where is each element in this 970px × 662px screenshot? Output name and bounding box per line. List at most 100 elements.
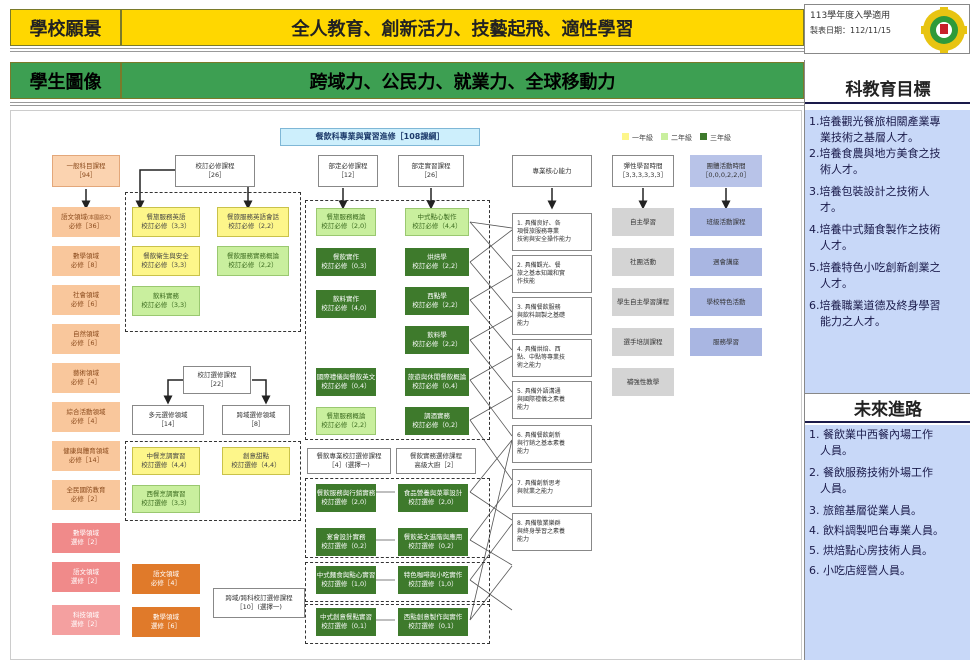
- goal-item: 2.培養食農與地方美食之技 術人才。: [809, 147, 941, 176]
- future-item: 4. 飲料調製吧台專業人員。: [809, 524, 944, 537]
- goal-item: 1.培養觀光餐旅相關產業專 業技術之基層人才。: [809, 115, 941, 144]
- ability-item: 5. 具備外語溝通與國際禮儀之素養能力: [512, 381, 592, 419]
- school-required-item: 餐飲衛生與安全校訂必修（3,3）: [132, 246, 200, 276]
- group-activity-item: 班級活動課程: [690, 208, 762, 236]
- goal-item: 4.培養中式麵食製作之技術 人才。: [809, 223, 941, 252]
- year-line: 113學年度入學適用: [810, 11, 891, 21]
- elective-group: 多元選修領域［14］: [132, 405, 204, 435]
- flow-title: 餐飲科專業與實習進修［108課綱］: [280, 128, 480, 146]
- general-item: 全民國防教育必修［2］: [52, 480, 120, 510]
- general-courses-header: 一般科目課程［94］: [52, 155, 120, 187]
- lower-item: 宴會設計實務校訂選修（0,2）: [316, 528, 376, 556]
- activity-item: 選手培訓課程: [612, 328, 674, 356]
- activity-item: 社團活動: [612, 248, 674, 276]
- goal-item: 6.培養職業道德及終身學習 能力之人才。: [809, 299, 941, 328]
- dept-practice-item: 旅遊與休閒餐飲概論校訂必修（0,4）: [405, 368, 469, 396]
- ability-item: 4. 具備烘焙、西點、中點等專業技術之能力: [512, 339, 592, 377]
- divider: [10, 48, 804, 52]
- goal-item: 3.培養包裝設計之技術人 才。: [809, 185, 930, 214]
- abilities-header: 專業核心能力: [512, 155, 592, 187]
- school-elective-group: [125, 441, 301, 521]
- general-item: 社會領域必修［6］: [52, 285, 120, 315]
- dept-practice-item: 烘焙學校訂必修（2,2）: [405, 248, 469, 276]
- lower-item: 餐飲服務與行銷實務校訂選修（2,0）: [316, 484, 376, 512]
- dept-practice-item: 西點學校訂必修（2,2）: [405, 287, 469, 315]
- group-activity-item: 服務學習: [690, 328, 762, 356]
- vision-label: 學校願景: [10, 9, 121, 46]
- lower-item: 餐飲英文進階與應用校訂選修（0,2）: [398, 528, 468, 556]
- dept-practice-item: 中式點心製作校訂必修（4,4）: [405, 208, 469, 236]
- dept-required-item: 餐旅服務概論校訂必修（2,0）: [316, 208, 376, 236]
- lower-group: 餐飲專業校訂選修課程［4］(選擇一): [307, 448, 391, 474]
- future-title: 未來進路: [805, 393, 970, 423]
- ability-item: 7. 具備創新思考與就業之能力: [512, 469, 592, 507]
- future-panel: 1. 餐飲業中西餐內場工作 人員。 2. 餐飲服務技術外場工作 人員。 3. 旅…: [805, 425, 970, 660]
- dept-practice-item: 調酒實務校訂必修（0,2）: [405, 407, 469, 435]
- lower-elective-group: [305, 604, 490, 644]
- general-item: 藝術領域必修［4］: [52, 363, 120, 393]
- portrait-text: 跨域力、公民力、就業力、全球移動力: [121, 62, 804, 99]
- inter-choice-box: 跨域/跨科校訂選修課程［10］(選擇一): [213, 588, 305, 618]
- general-item: 綜合活動領域必修［4］: [52, 402, 120, 432]
- legend-item-grade1: 一年級: [622, 133, 653, 143]
- ability-item: 8. 具備敬業樂群與終身學習之素養能力: [512, 513, 592, 551]
- group-activity-item: 週會講座: [690, 248, 762, 276]
- general-item: 自然領域必修［6］: [52, 324, 120, 354]
- activity-item: 自主學習: [612, 208, 674, 236]
- group-activity-item: 學校特色活動: [690, 288, 762, 316]
- future-item: 1. 餐飲業中西餐內場工作 人員。: [809, 428, 933, 457]
- dept-required-item: 飲料實作校訂必修（4,0）: [316, 290, 376, 318]
- elective-group: 跨域選修領域［8］: [222, 405, 290, 435]
- general-item: 語文領域選修［2］: [52, 562, 120, 592]
- future-item: 6. 小吃店經營人員。: [809, 564, 911, 577]
- lower-elective-group: [305, 562, 490, 602]
- grade-legend: 一年級 二年級 三年級: [622, 133, 731, 143]
- lower-item: 中式麵食與點心實習校訂選修（1,0）: [316, 566, 376, 594]
- school-required-item: 餐飲服務實務概論校訂必修（2,2）: [217, 246, 289, 276]
- school-required-header: 校訂必修課程［26］: [175, 155, 255, 187]
- ability-item: 3. 具備餐飲服務與飲料調製之基礎能力: [512, 297, 592, 335]
- school-required-group: [125, 192, 301, 332]
- future-item: 5. 烘焙點心房技術人員。: [809, 544, 933, 557]
- school-required-item: 飲料實務校訂必修（3,3）: [132, 286, 200, 316]
- dept-required-item: 國際禮儀與餐飲英文校訂必修（0,4）: [316, 368, 376, 396]
- date-line: 製表日期：112/11/15: [810, 26, 892, 35]
- lower-group: 餐飲實務選修課程高級大廚［2］: [396, 448, 476, 474]
- activity-header: 彈性學習時間［3,3,3,3,3,3］: [612, 155, 674, 187]
- dept-required-item: 餐旅服務概論校訂必修（2,2）: [316, 407, 376, 435]
- activity-item: 補強性教學: [612, 368, 674, 396]
- school-elective-item: 創意甜點校訂選修（4,4）: [222, 447, 290, 475]
- ability-item: 6. 具備餐飲創新與行銷之基本素養能力: [512, 425, 592, 463]
- future-item: 3. 旅館基層從業人員。: [809, 504, 922, 517]
- lower-item: 食品營養與菜單設計校訂選修（2,0）: [398, 484, 468, 512]
- school-required-item: 餐旅服務英語校訂必修（3,3）: [132, 207, 200, 237]
- dept-required-header: 部定必修課程［12］: [318, 155, 378, 187]
- legend-item-grade2: 二年級: [661, 133, 692, 143]
- future-item: 2. 餐飲服務技術外場工作 人員。: [809, 466, 933, 495]
- info-box: 113學年度入學適用 製表日期：112/11/15: [804, 4, 970, 54]
- dept-group: [305, 200, 490, 440]
- goals-title: 科教育目標: [805, 72, 970, 104]
- goals-panel: 1.培養觀光餐旅相關產業專 業技術之基層人才。 2.培養食農與地方美食之技 術人…: [805, 110, 970, 395]
- right-panel: 科教育目標 1.培養觀光餐旅相關產業專 業技術之基層人才。 2.培養食農與地方美…: [804, 60, 970, 660]
- dept-practice-header: 部定實習課程［26］: [398, 155, 464, 187]
- school-elective-item: 中餐烹調實習校訂選修（4,4）: [132, 447, 200, 475]
- ability-item: 2. 具備觀光、餐旅之基本知識和實作技能: [512, 255, 592, 293]
- lower-item: 特色咖啡與小吃實作校訂選修（1,0）: [398, 566, 468, 594]
- school-required-item: 餐旅服務英語會話校訂必修（2,2）: [217, 207, 289, 237]
- goal-item: 5.培養特色小吃創新創業之 人才。: [809, 261, 941, 290]
- school-logo-icon: [921, 7, 967, 53]
- dept-practice-item: 飲料學校訂必修（2,2）: [405, 326, 469, 354]
- general-item: 健康與體育領域必修［14］: [52, 441, 120, 471]
- lower-item: 西點創意製作與實作校訂選修（0,1）: [398, 608, 468, 636]
- general-extra-item: 語文領域必修［4］: [132, 564, 200, 594]
- activity-item: 學生自主學習課程: [612, 288, 674, 316]
- lower-item: 中式創意餐點實習校訂選修（0,1）: [316, 608, 376, 636]
- general-item: 語文領域(本國語文)必修［36］: [52, 207, 120, 237]
- general-item: 科技領域選修［2］: [52, 605, 120, 635]
- divider: [10, 102, 804, 106]
- portrait-label: 學生圖像: [10, 62, 121, 99]
- school-elective-item: 西餐烹調實習校訂選修（3,3）: [132, 485, 200, 513]
- general-item: 數學領域必修［8］: [52, 246, 120, 276]
